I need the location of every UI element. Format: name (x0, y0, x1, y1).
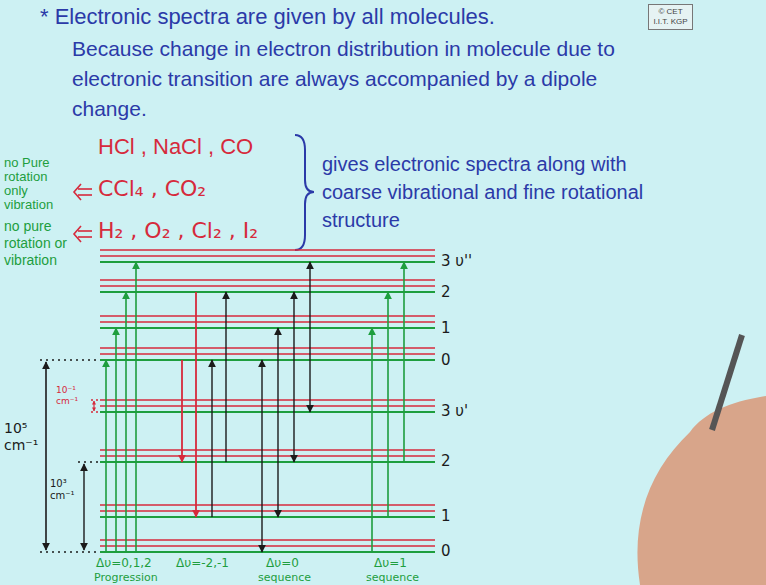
level-label: 1 (441, 319, 451, 337)
transition-arrow (211, 360, 212, 517)
vibrational-level (100, 551, 435, 553)
transition-arrow (403, 262, 405, 462)
transition-arrow (195, 292, 197, 517)
statement: gives electronic spectra along with coar… (322, 150, 662, 234)
energy-scale: 10³ cm⁻¹ (50, 478, 78, 502)
rotational-level (100, 455, 435, 456)
transition-arrow (277, 328, 278, 517)
vibrational-level (100, 411, 435, 413)
transition-arrow (261, 360, 262, 552)
rotational-level (100, 347, 435, 348)
molecule-list: H₂ , O₂ , Cl₂ , I₂ (98, 218, 258, 243)
level-label: 1 (441, 507, 451, 525)
rotational-level (100, 510, 435, 511)
level-label: 0 (441, 542, 451, 560)
double-arrow (78, 230, 92, 232)
transition-arrow (135, 262, 137, 552)
logo-box: © CETI.I.T. KGP (648, 4, 693, 30)
guide-line (91, 411, 100, 413)
series-name: Progression (94, 571, 158, 584)
transition-arrow (309, 262, 310, 412)
vibrational-level (100, 461, 435, 463)
note: no Pure rotation only vibration (4, 156, 68, 212)
slide-title: * Electronic spectra are given by all mo… (40, 4, 495, 30)
double-arrow (74, 226, 81, 242)
brace (295, 135, 314, 250)
transition-arrow (225, 292, 226, 462)
vibrational-level (100, 516, 435, 518)
rotational-level (100, 405, 435, 406)
molecule-list: CCl₄ , CO₂ (98, 176, 206, 201)
double-arrow (78, 188, 92, 190)
scale-arrow (45, 362, 47, 550)
statement: Because change in electron distribution … (72, 34, 652, 124)
rotational-level (100, 321, 435, 322)
vibrational-level (100, 327, 435, 329)
rotational-level (100, 255, 435, 256)
level-label: 2 (441, 283, 451, 301)
vibrational-level (100, 261, 435, 263)
vibrational-level (100, 291, 435, 293)
double-arrow (78, 194, 92, 196)
level-label: 2 (441, 452, 451, 470)
guide-line (78, 461, 100, 463)
level-label: 3 υ'' (441, 252, 472, 270)
rotational-level (100, 545, 435, 546)
transition-arrow (115, 328, 117, 552)
guide-line (91, 399, 100, 401)
level-label: 0 (441, 351, 451, 369)
selection-rule: Δυ=-2,-1 (176, 556, 229, 570)
selection-rule: Δυ=0,1,2 (96, 556, 152, 570)
rotational-level (100, 539, 435, 540)
selection-rule: Δυ=0 (266, 556, 299, 570)
rotational-level (100, 249, 435, 250)
scale-arrow (83, 464, 84, 550)
transition-arrow (387, 292, 389, 517)
logo-text: I.I.T. KGP (653, 17, 688, 27)
double-arrow (74, 184, 81, 200)
transition-arrow (371, 328, 373, 552)
scale-arrow (93, 401, 94, 411)
energy-scale: 10⁻¹ cm⁻¹ (56, 385, 88, 407)
double-arrow (78, 236, 92, 238)
rotational-level (100, 285, 435, 286)
transition-arrow (125, 292, 127, 552)
rotational-level (100, 399, 435, 400)
guide-line (40, 551, 100, 553)
vibrational-level (100, 359, 435, 361)
selection-rule: Δυ=1 (374, 556, 407, 570)
pen (712, 335, 742, 430)
series-name: sequence (258, 571, 311, 584)
rotational-level (100, 353, 435, 354)
hand (637, 396, 766, 585)
energy-scale: 10⁵ cm⁻¹ (4, 420, 44, 454)
series-name: sequence (366, 571, 419, 584)
note: no pure rotation or vibration (4, 218, 70, 269)
transition-arrow (293, 292, 294, 462)
rotational-level (100, 504, 435, 505)
transition-arrow (105, 360, 107, 552)
rotational-level (100, 449, 435, 450)
rotational-level (100, 315, 435, 316)
level-label: 3 υ' (441, 402, 468, 420)
logo-text: © CET (653, 7, 688, 17)
guide-line (40, 359, 100, 361)
molecule-list: HCl , NaCl , CO (98, 134, 253, 160)
rotational-level (100, 279, 435, 280)
transition-arrow (181, 360, 183, 462)
